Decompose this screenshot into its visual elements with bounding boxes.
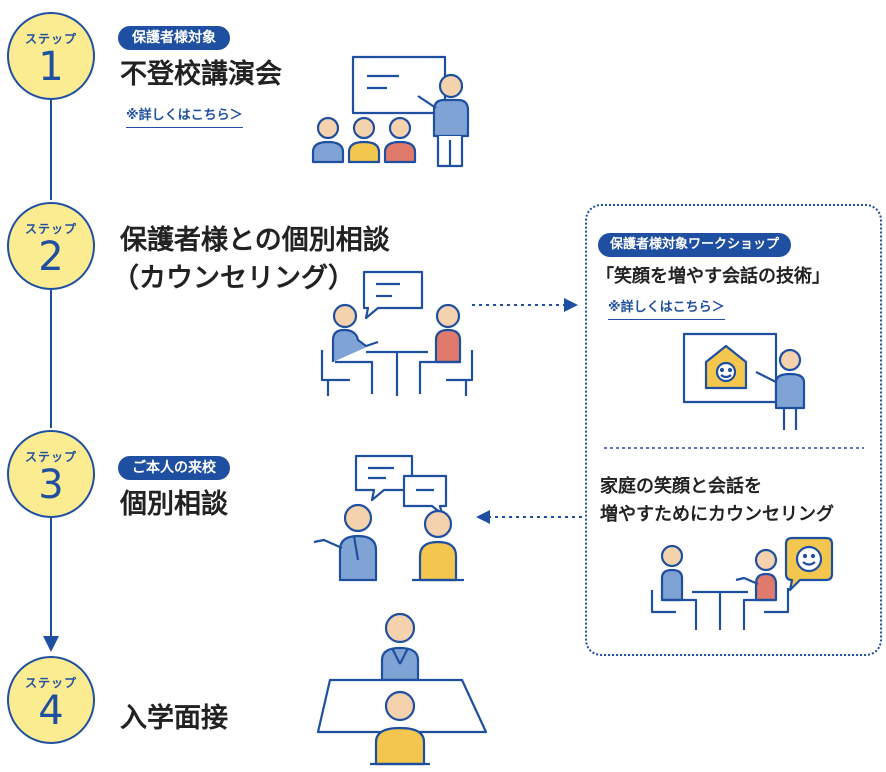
step-number: 3 (38, 462, 64, 508)
workshop-badge: 保護者様対象ワークショップ (598, 233, 792, 257)
workshop-panel (585, 204, 882, 656)
step-number: 1 (38, 44, 64, 90)
step-1-details-link[interactable]: ※詳しくはこちら＞ (126, 104, 243, 128)
step-number: 4 (38, 688, 64, 734)
step-3-title: 個別相談 (120, 489, 228, 520)
workshop-desc-line1: 家庭の笑顔と会話を (600, 476, 762, 497)
step-label: ステップ (24, 222, 77, 236)
step-2-circle: ステップ 2 (7, 202, 95, 290)
step-label: ステップ (24, 676, 77, 690)
step-1-badge: 保護者様対象 (118, 26, 230, 50)
step-label: ステップ (24, 32, 77, 46)
step-4-circle: ステップ 4 (7, 656, 95, 744)
step-2-title-line1: 保護者様との個別相談 (120, 225, 390, 256)
step-1-circle: ステップ 1 (7, 12, 95, 100)
step-label: ステップ (24, 450, 77, 464)
step-2-title-line2: （カウンセリング） (112, 263, 355, 294)
workshop-desc-line2: 増やすためにカウンセリング (600, 504, 834, 525)
step-1-title: 不登校講演会 (120, 59, 282, 90)
workshop-title: 「笑顔を増やす会話の技術」 (596, 266, 830, 287)
step-number: 2 (38, 234, 64, 280)
step-3-badge: ご本人の来校 (118, 456, 230, 480)
step-4-title: 入学面接 (120, 703, 228, 734)
step-3-circle: ステップ 3 (7, 430, 95, 518)
timeline-arrow (43, 636, 59, 652)
workshop-details-link[interactable]: ※詳しくはこちら＞ (608, 296, 725, 320)
